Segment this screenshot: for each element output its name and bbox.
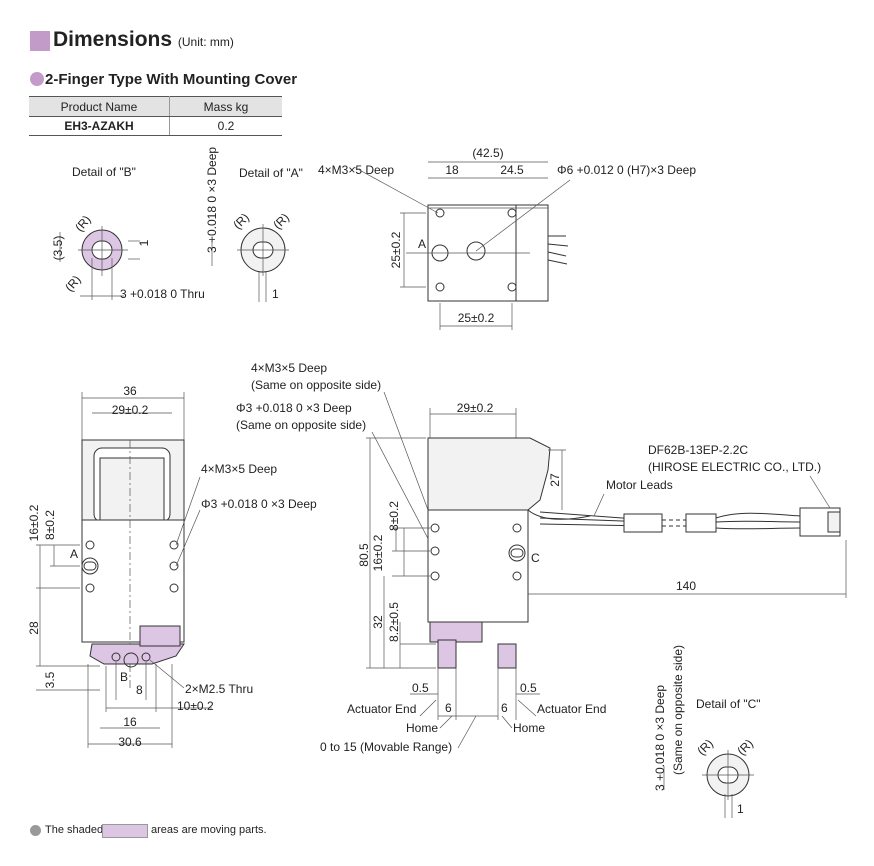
detail-c-1: 1: [737, 802, 744, 816]
front-16: 16±0.2: [27, 504, 41, 541]
detail-a-r1: (R): [230, 210, 252, 232]
side-29: 29±0.2: [457, 401, 494, 415]
side-finger-block: [429, 621, 483, 643]
side-6a: 6: [445, 701, 452, 715]
front-phi3: Φ3 +0.018 0 ×3 Deep: [201, 497, 317, 511]
side-movable: 0 to 15 (Movable Range): [320, 740, 452, 754]
unit-label: (Unit: mm): [177, 35, 234, 49]
side-6b: 6: [501, 701, 508, 715]
footer-text-post: areas are moving parts.: [151, 824, 267, 836]
top-view: 4×M3×5 Deep Φ6 +0.012 0 (H7)×3 Deep (42.…: [318, 146, 696, 330]
front-m25: 2×M2.5 Thru: [185, 682, 253, 696]
front-306: 30.6: [118, 735, 142, 749]
side-motor-leads: Motor Leads: [606, 478, 673, 492]
detail-a-1: 1: [272, 287, 279, 301]
top-25b: 25±0.2: [458, 311, 495, 325]
footer-shade-swatch: [102, 824, 148, 838]
spec-header-product: Product Name: [29, 96, 170, 117]
front-b: B: [120, 670, 128, 684]
side-140: 140: [676, 579, 696, 593]
side-phi3: Φ3 +0.018 0 ×3 Deep: [236, 401, 352, 415]
detail-b-1: 1: [137, 239, 151, 246]
detail-b: Detail of "B" (3.5) 1 (R) (R) 3 +0.018 0…: [51, 165, 205, 301]
front-36: 36: [123, 384, 137, 398]
spec-table: Product Name Mass kg EH3-AZAKH 0.2: [29, 96, 282, 136]
detail-c-r1: (R): [694, 736, 716, 758]
side-same2: (Same on opposite side): [236, 418, 366, 432]
top-425: (42.5): [472, 146, 503, 160]
side-home-l: Home: [406, 721, 438, 735]
footer-text-pre: The shaded: [45, 824, 104, 836]
side-82: 8.2±0.5: [387, 602, 401, 642]
side-same1: (Same on opposite side): [251, 378, 381, 392]
side-c: C: [531, 551, 540, 565]
top-25a: 25±0.2: [389, 231, 403, 268]
side-actuator-l: Actuator End: [347, 702, 416, 716]
side-actuator-r: Actuator End: [537, 702, 606, 716]
side-finger-left: [437, 639, 457, 669]
detail-c: Detail of "C" (Same on opposite side) 3 …: [653, 645, 761, 818]
detail-c-label: Detail of "C": [696, 697, 761, 711]
top-18: 18: [445, 163, 459, 177]
side-m3: 4×M3×5 Deep: [251, 361, 327, 375]
front-8: 8±0.2: [43, 510, 57, 540]
front-28: 28: [27, 621, 41, 635]
side-body: [427, 509, 529, 623]
table-row: EH3-AZAKH 0.2: [29, 116, 282, 136]
detail-a-deep: 3 +0.018 0 ×3 Deep: [205, 147, 219, 253]
side-05b: 0.5: [520, 681, 537, 695]
detail-a-r2: (R): [270, 210, 292, 232]
side-27: 27: [548, 473, 562, 487]
front-fingers: [89, 643, 185, 665]
front-16b: 16: [123, 715, 137, 729]
detail-c-r2: (R): [734, 736, 756, 758]
top-m3-label: 4×M3×5 Deep: [318, 163, 394, 177]
footer-marker: [30, 825, 41, 836]
front-a: A: [70, 547, 78, 561]
detail-a: Detail of "A" 3 +0.018 0 ×3 Deep (R) (R)…: [205, 147, 303, 302]
side-8c: 8±0.2: [387, 501, 401, 531]
side-home-r: Home: [513, 721, 545, 735]
front-view: 36 29±0.2 4×M3×5 Deep Φ3 +0.018 0 ×3 Dee…: [27, 384, 317, 749]
detail-b-label: Detail of "B": [72, 165, 136, 179]
title-marker: [30, 31, 50, 51]
side-805: 80.5: [357, 543, 371, 567]
detail-c-same: (Same on opposite side): [671, 645, 685, 775]
top-a: A: [418, 237, 426, 251]
side-connector: DF62B-13EP-2.2C: [648, 443, 748, 457]
front-10: 10±0.2: [177, 699, 214, 713]
front-m3: 4×M3×5 Deep: [201, 462, 277, 476]
front-29: 29±0.2: [112, 403, 149, 417]
front-8b: 8: [136, 683, 143, 697]
detail-b-thru: 3 +0.018 0 Thru: [120, 287, 205, 301]
front-body: [81, 519, 185, 643]
top-phi6-label: Φ6 +0.012 0 (H7)×3 Deep: [557, 163, 696, 177]
section-title: 2-Finger Type With Mounting Cover: [45, 71, 298, 88]
side-32: 32: [371, 615, 385, 629]
side-cover: [427, 437, 551, 511]
side-view: 4×M3×5 Deep (Same on opposite side) Φ3 +…: [236, 361, 847, 754]
spec-product-name: EH3-AZAKH: [29, 116, 170, 136]
top-245: 24.5: [500, 163, 524, 177]
side-finger-right: [497, 643, 517, 669]
detail-b-35: (3.5): [51, 236, 65, 261]
spec-header-row: Product Name Mass kg: [29, 96, 282, 117]
spec-mass: 0.2: [169, 116, 282, 136]
section-marker: [30, 72, 44, 86]
detail-a-label: Detail of "A": [239, 166, 303, 180]
detail-b-r1: (R): [72, 213, 93, 235]
detail-c-deep: 3 +0.018 0 ×3 Deep: [653, 685, 667, 791]
side-16c: 16±0.2: [371, 534, 385, 571]
side-05a: 0.5: [412, 681, 429, 695]
spec-header-mass: Mass kg: [169, 96, 282, 117]
side-maker: (HIROSE ELECTRIC CO., LTD.): [648, 460, 821, 474]
front-35: 3.5: [43, 671, 57, 688]
detail-b-r2: (R): [62, 273, 83, 295]
page-title: Dimensions (Unit: mm): [53, 28, 234, 51]
